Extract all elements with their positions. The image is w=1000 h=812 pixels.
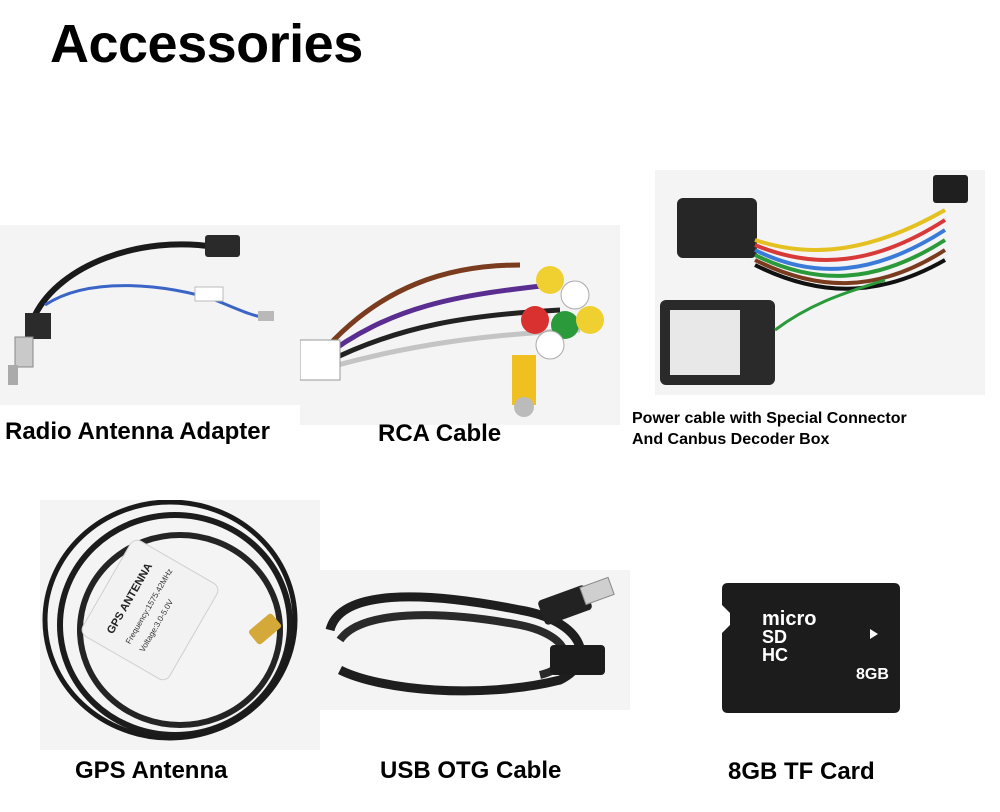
rca-cable-icon [300, 225, 620, 425]
arrow-icon [870, 629, 878, 639]
item-caption: RCA Cable [378, 420, 502, 447]
sd-brand-text: micro [762, 608, 816, 630]
usb-cable-icon [320, 570, 630, 710]
item-caption-line-1: Power cable with Special Connector [632, 410, 907, 427]
item-caption-line-2: And Canbus Decoder Box [632, 431, 830, 448]
item-caption: USB OTG Cable [380, 757, 562, 784]
sd-capacity-text: 8GB [856, 666, 889, 683]
antenna-adapter-icon [0, 225, 300, 405]
microsd-card-icon: micro SD HC 8GB [722, 583, 900, 713]
item-caption: Radio Antenna Adapter [5, 418, 270, 445]
sd-class-text: HC [762, 645, 788, 665]
item-caption: GPS Antenna [75, 757, 228, 784]
page-title: Accessories [50, 14, 363, 74]
item-caption: 8GB TF Card [728, 758, 875, 785]
gps-antenna-icon: GPS ANTENNA Frequency:1575.42MHz Voltage… [40, 500, 320, 750]
power-cable-icon [655, 170, 985, 395]
sd-logo-text: SD [762, 627, 787, 647]
